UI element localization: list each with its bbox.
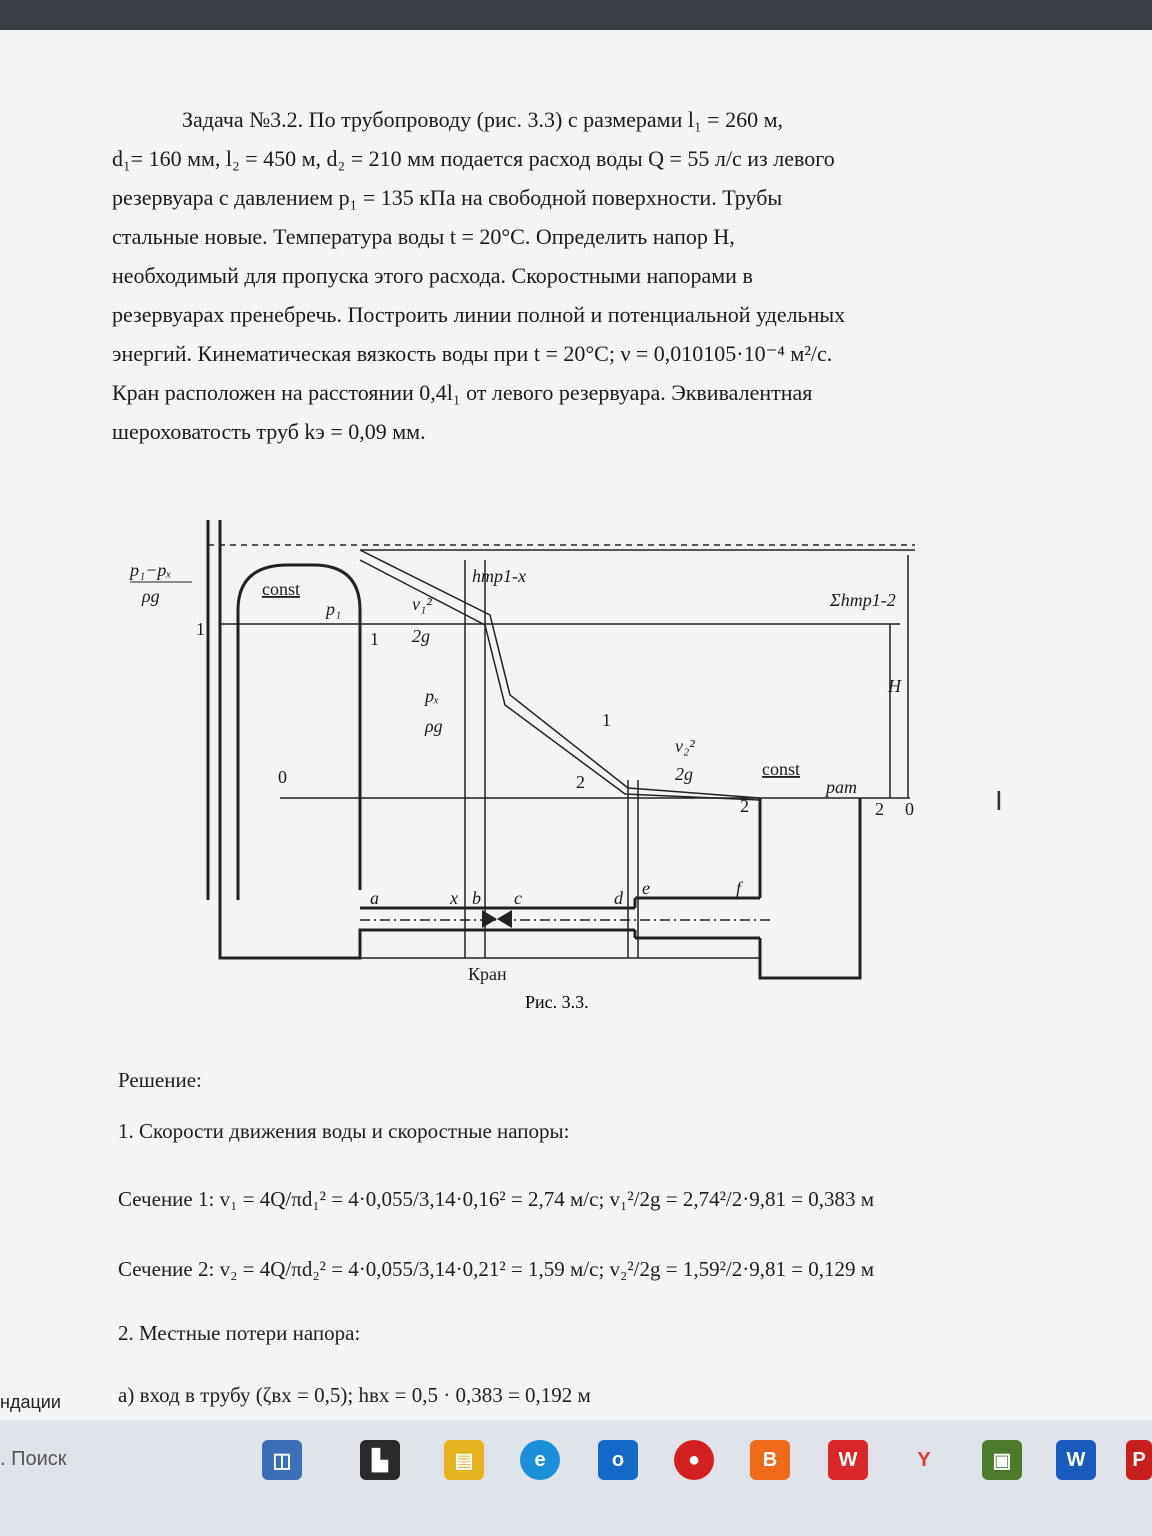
problem-line-1: Задача №3.2. По трубопроводу (рис. 3.3) … xyxy=(182,107,783,132)
label-p-diff: p₁−pₓ xyxy=(128,560,172,580)
wps-icon[interactable]: W xyxy=(828,1440,868,1480)
label-h-tr: hтр1-x xyxy=(472,566,526,586)
sidebar-fragment[interactable]: ндации xyxy=(0,1392,61,1412)
problem-line-8: Кран расположен на расстоянии 0,4l₁ от л… xyxy=(112,380,813,405)
problem-line-7: энергий. Кинематическая вязкость воды пр… xyxy=(112,341,833,366)
problem-line-9: шероховатость труб kэ = 0,09 мм. xyxy=(112,419,426,444)
label-2g-1: 2g xyxy=(412,626,430,646)
solution-section-2: Сечение 2: v₂ = 4Q/πd₂² = 4·0,055/3,14·0… xyxy=(118,1257,875,1281)
problem-line-4: стальные новые. Температура воды t = 20°… xyxy=(112,224,735,249)
solution-section-1: Сечение 1: v₁ = 4Q/πd₁² = 4·0,055/3,14·0… xyxy=(118,1187,875,1211)
label-zero-right: 0 xyxy=(905,799,914,819)
label-2g-2: 2g xyxy=(675,764,693,784)
label-x: x xyxy=(449,888,458,908)
label-e: e xyxy=(642,878,650,898)
label-section-2-right: 2 xyxy=(875,799,884,819)
solution-step-2: 2. Местные потери напора: xyxy=(118,1321,361,1345)
figure-caption: Рис. 3.3. xyxy=(525,992,589,1012)
label-patm: pат xyxy=(824,777,857,797)
text-cursor-icon: I xyxy=(995,785,1003,816)
label-H: H xyxy=(887,676,902,696)
widgets-icon[interactable]: ◫ xyxy=(262,1440,302,1480)
search-label: Поиск xyxy=(11,1448,67,1470)
task-view-icon[interactable]: ▙ xyxy=(360,1440,400,1480)
label-rho-g: ρg xyxy=(141,586,160,606)
label-b: b xyxy=(472,888,481,908)
label-p1: p₁ xyxy=(324,599,341,619)
label-const-left: const xyxy=(262,579,300,599)
label-a: a xyxy=(370,888,379,908)
label-v2: v₂² xyxy=(675,736,695,756)
app-red-icon[interactable]: ● xyxy=(674,1440,714,1480)
app-b-icon[interactable]: B xyxy=(750,1440,790,1480)
yandex-icon[interactable]: Y xyxy=(917,1448,931,1471)
label-px: pₓ xyxy=(423,686,439,706)
outlook-icon[interactable]: o xyxy=(598,1440,638,1480)
document-body: Задача №3.2. По трубопроводу (рис. 3.3) … xyxy=(112,100,1072,451)
solution-step-1: 1. Скорости движения воды и скоростные н… xyxy=(118,1119,570,1143)
label-d: d xyxy=(614,888,624,908)
problem-line-6: резервуарах пренебречь. Построить линии … xyxy=(112,302,846,327)
label-sum-h: Σhтр1-2 xyxy=(829,590,896,610)
search-icon: . xyxy=(0,1448,12,1470)
label-rho-g-2: ρg xyxy=(424,716,443,736)
label-line-1: 1 xyxy=(602,710,611,730)
word-icon[interactable]: W xyxy=(1056,1440,1096,1480)
valve-icon xyxy=(482,910,512,928)
problem-line-2: d₁= 160 мм, l₂ = 450 м, d₂ = 210 мм пода… xyxy=(112,146,835,171)
label-const-right: const xyxy=(762,759,800,779)
label-kran: Кран xyxy=(468,964,507,984)
label-section-1-left: 1 xyxy=(196,619,205,639)
search-box[interactable]: . Поиск xyxy=(0,1448,67,1471)
solution-step-2a: а) вход в трубу (ζвх = 0,5); hвх = 0,5 ·… xyxy=(118,1383,591,1407)
solution-title: Решение: xyxy=(118,1068,202,1092)
pdf-app-icon[interactable]: P xyxy=(1126,1440,1152,1480)
edge-icon[interactable]: e xyxy=(520,1440,560,1480)
label-v1: v₁² xyxy=(412,594,432,614)
pipeline-diagram: p₁−pₓ ρg const p₁ 1 1 v₁² 2g hтр1-x Σhтр… xyxy=(128,520,915,984)
solution-block: Решение: 1. Скорости движения воды и ско… xyxy=(118,1060,874,1426)
label-zero-left: 0 xyxy=(278,767,287,787)
label-f: f xyxy=(736,878,744,898)
taskbar xyxy=(0,1420,1152,1536)
label-line-2: 2 xyxy=(576,772,585,792)
problem-line-3: резервуара с давлением p₁ = 135 кПа на с… xyxy=(112,185,783,210)
document-page xyxy=(0,30,1152,1420)
label-c: c xyxy=(514,888,522,908)
label-section-1: 1 xyxy=(370,629,379,649)
file-explorer-icon[interactable]: ▤ xyxy=(444,1440,484,1480)
app-green-icon[interactable]: ▣ xyxy=(982,1440,1022,1480)
problem-line-5: необходимый для пропуска этого расхода. … xyxy=(112,263,753,288)
label-section-2: 2 xyxy=(740,796,749,816)
